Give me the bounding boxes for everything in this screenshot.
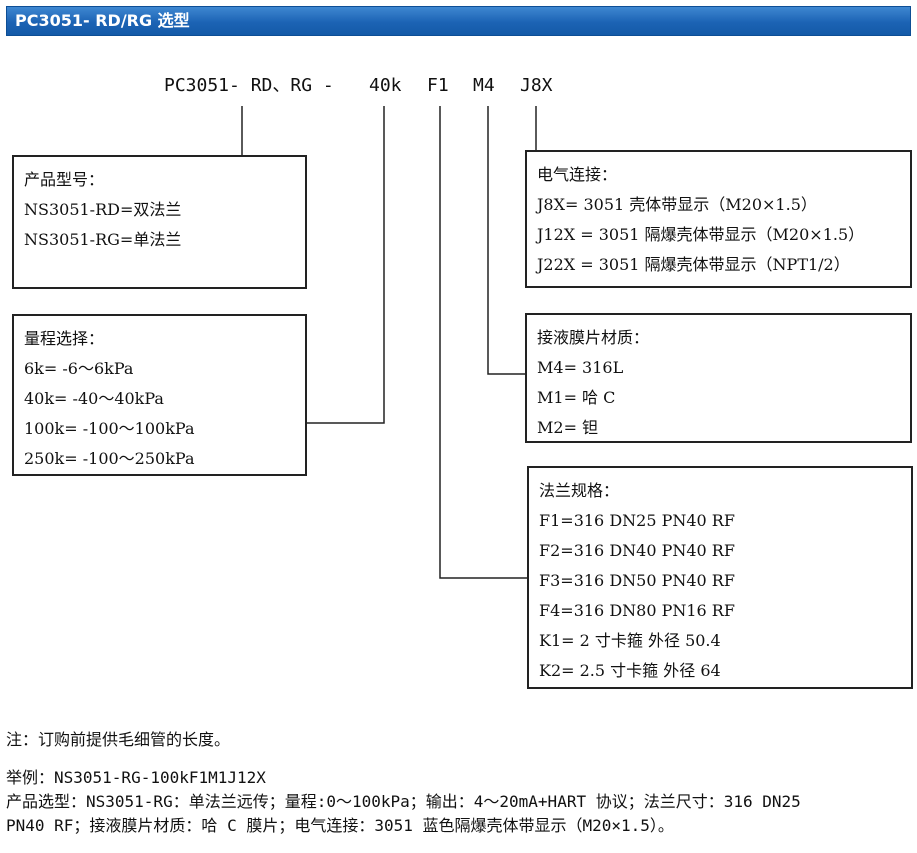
box-range-title: 量程选择： bbox=[24, 329, 105, 348]
box-flange-line: F4=316 DN80 PN16 RF bbox=[539, 601, 735, 620]
section-header: PC3051- RD/RG 选型 bbox=[6, 6, 911, 36]
box-range-line: 40k= -40～40kPa bbox=[24, 389, 164, 408]
note-example-detail: 产品选型：NS3051-RG：单法兰远传；量程:0～100kPa；输出：4～20… bbox=[6, 792, 801, 811]
box-product-model: 产品型号： NS3051-RD=双法兰 NS3051-RG=单法兰 bbox=[12, 155, 307, 289]
note-example-detail: PN40 RF；接液膜片材质：哈 C 膜片；电气连接：3051 蓝色隔爆壳体带显… bbox=[6, 816, 674, 835]
box-range-selection: 量程选择： 6k= -6～6kPa 40k= -40～40kPa 100k= -… bbox=[12, 314, 307, 476]
section-title: PC3051- RD/RG 选型 bbox=[15, 11, 190, 30]
box-flange-line: F3=316 DN50 PN40 RF bbox=[539, 571, 735, 590]
code-electrical: J8X bbox=[520, 75, 553, 96]
box-flange-title: 法兰规格： bbox=[539, 481, 620, 500]
box-range-line: 6k= -6～6kPa bbox=[24, 359, 134, 378]
box-electrical-title: 电气连接： bbox=[537, 165, 618, 184]
box-range-line: 250k= -100～250kPa bbox=[24, 449, 195, 468]
connector-flange bbox=[439, 106, 527, 579]
box-flange-line: K2= 2.5 寸卡箍 外径 64 bbox=[539, 661, 721, 680]
code-prefix: PC3051- RD、RG - bbox=[164, 75, 334, 96]
box-electrical-line: J12X = 3051 隔爆壳体带显示（M20×1.5） bbox=[537, 225, 865, 244]
connector-diaphragm bbox=[487, 106, 525, 375]
note-example: 举例：NS3051-RG-100kF1M1J12X bbox=[6, 768, 266, 787]
box-diaphragm-line: M1= 哈 C bbox=[537, 388, 616, 407]
box-diaphragm-material: 接液膜片材质： M4= 316L M1= 哈 C M2= 钽 bbox=[525, 313, 912, 443]
box-product-model-line: NS3051-RD=双法兰 bbox=[24, 200, 182, 219]
note-spacer bbox=[6, 752, 911, 766]
box-diaphragm-line: M2= 钽 bbox=[537, 418, 599, 437]
box-product-model-title: 产品型号： bbox=[24, 170, 105, 189]
notes-section: 注：订购前提供毛细管的长度。 举例：NS3051-RG-100kF1M1J12X… bbox=[6, 728, 911, 838]
box-flange-spec: 法兰规格： F1=316 DN25 PN40 RF F2=316 DN40 PN… bbox=[527, 466, 913, 689]
connector-range bbox=[306, 106, 385, 424]
box-diaphragm-line: M4= 316L bbox=[537, 358, 624, 377]
box-flange-line: F1=316 DN25 PN40 RF bbox=[539, 511, 735, 530]
code-flange: F1 bbox=[427, 75, 449, 96]
box-flange-line: K1= 2 寸卡箍 外径 50.4 bbox=[539, 631, 721, 650]
code-diaphragm: M4 bbox=[473, 75, 495, 96]
box-product-model-line: NS3051-RG=单法兰 bbox=[24, 230, 182, 249]
box-range-line: 100k= -100～100kPa bbox=[24, 419, 195, 438]
box-electrical-connection: 电气连接： J8X= 3051 壳体带显示（M20×1.5） J12X = 30… bbox=[525, 150, 912, 288]
box-flange-line: F2=316 DN40 PN40 RF bbox=[539, 541, 735, 560]
box-electrical-line: J22X = 3051 隔爆壳体带显示（NPT1/2） bbox=[537, 255, 850, 274]
note-remark: 注：订购前提供毛细管的长度。 bbox=[6, 730, 231, 749]
box-electrical-line: J8X= 3051 壳体带显示（M20×1.5） bbox=[537, 195, 817, 214]
code-range: 40k bbox=[369, 75, 402, 96]
box-diaphragm-title: 接液膜片材质： bbox=[537, 328, 650, 347]
